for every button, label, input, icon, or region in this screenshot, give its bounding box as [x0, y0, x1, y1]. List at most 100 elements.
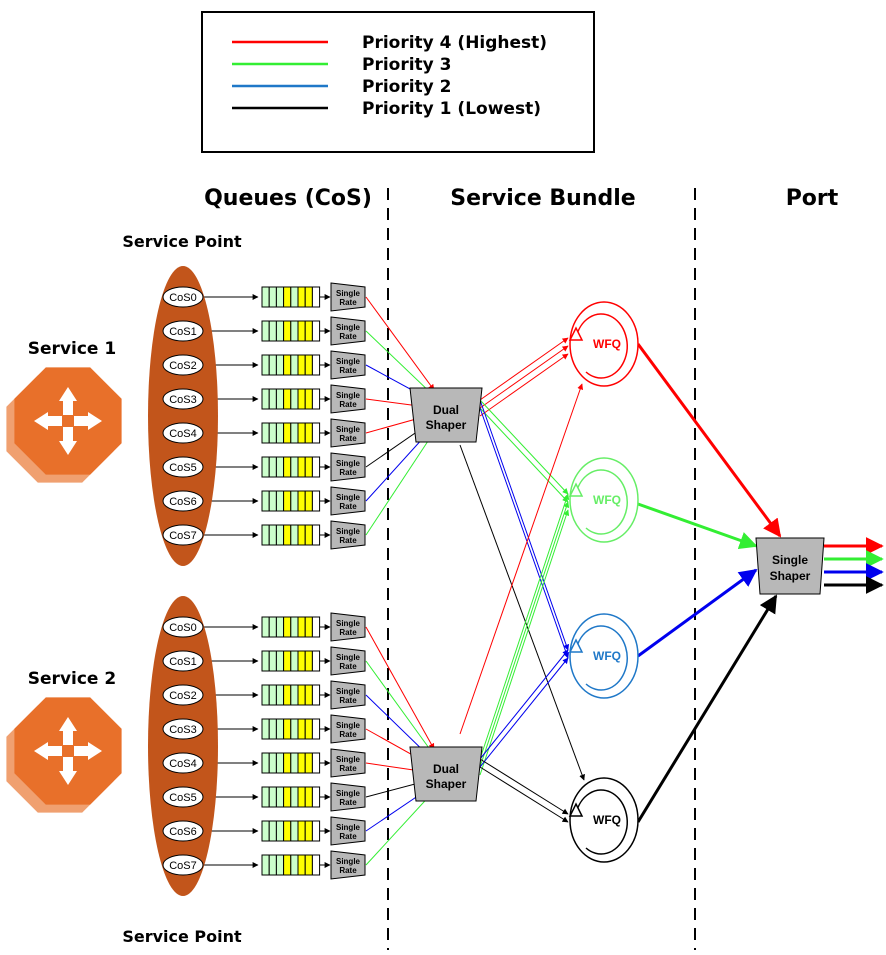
queue-bar — [261, 490, 321, 512]
wfq-inner-ring — [575, 625, 628, 691]
wfq-outer-ring — [569, 613, 639, 699]
single-shaper-body — [755, 537, 825, 595]
dual-shaper-label-1: Dual — [433, 403, 459, 417]
queue-cell — [311, 854, 321, 876]
header-port: Port — [786, 186, 839, 211]
single-rate-body — [330, 316, 366, 346]
dual-to-wfq-flow — [479, 657, 569, 768]
queue-cell — [275, 490, 285, 512]
queue-cell — [304, 320, 313, 342]
cos-node — [162, 456, 204, 478]
single-rate-label-2: Rate — [339, 502, 357, 511]
wfq-label: WFQ — [593, 813, 621, 827]
queue-bar — [261, 616, 321, 638]
queue-cell — [283, 524, 292, 546]
cos-node — [162, 490, 204, 512]
wfq-to-single-shaper-flow — [637, 502, 758, 550]
queue-cell — [297, 854, 306, 876]
cos-node — [162, 320, 204, 342]
queue-cell — [297, 524, 306, 546]
single-rate-label-2: Rate — [339, 764, 357, 773]
queue-cell — [311, 286, 321, 308]
queue-cell — [290, 388, 299, 410]
wfq-inner-ring — [575, 789, 628, 855]
queue-cell — [311, 820, 321, 842]
single-rate-body — [330, 282, 366, 312]
service-point-ellipse — [148, 266, 218, 566]
dual-shaper-label-2: Shaper — [426, 418, 467, 432]
single-rate-label-2: Rate — [339, 730, 357, 739]
single-rate-body — [330, 384, 366, 414]
cos-label: CoS7 — [169, 530, 197, 542]
single-rate-label-2: Rate — [339, 332, 357, 341]
queue-cell — [268, 786, 277, 808]
single-rate-label-2: Rate — [339, 434, 357, 443]
router-arrow — [59, 757, 77, 785]
queue-cell — [297, 786, 306, 808]
single-rate-body — [330, 520, 366, 550]
queue-cell — [290, 752, 299, 774]
legend-label-2: Priority 2 — [362, 77, 452, 97]
queue-cell — [275, 388, 285, 410]
queue-cell — [268, 286, 277, 308]
queue-cell — [290, 354, 299, 376]
cos-node — [162, 616, 204, 638]
wfq-p2: WFQ — [568, 613, 639, 699]
dual-to-wfq-flow — [479, 345, 569, 409]
queue-cell — [283, 320, 292, 342]
single-rate-body — [330, 680, 366, 710]
header-service-bundle: Service Bundle — [450, 186, 635, 211]
queue-cell — [275, 286, 285, 308]
service-name: Service 2 — [28, 669, 116, 689]
queue-cell — [283, 786, 292, 808]
queue-cell — [275, 718, 285, 740]
queue-cell — [283, 286, 292, 308]
rate-to-dual-flow — [365, 626, 435, 750]
service-point-label-bottom: Service Point — [122, 927, 242, 946]
queue-cell — [261, 456, 270, 478]
dual-to-wfq-flow — [479, 353, 569, 417]
queue-cell — [283, 388, 292, 410]
router-arrow — [59, 427, 77, 455]
wfq-to-single-shaper-flow — [637, 568, 758, 658]
queue-bar — [261, 388, 321, 410]
cos-label: CoS6 — [169, 826, 197, 838]
queue-cell — [304, 524, 313, 546]
single-rate-body — [330, 748, 366, 778]
queue-cell — [311, 786, 321, 808]
single-rate-label-1: Single — [336, 289, 361, 298]
rate-to-dual-flow — [365, 330, 435, 397]
queue-cell — [304, 422, 313, 444]
cos-label: CoS0 — [169, 622, 197, 634]
cos-node — [162, 854, 204, 876]
queue-cell — [297, 718, 306, 740]
queue-cell — [311, 524, 321, 546]
single-rate-label-2: Rate — [339, 298, 357, 307]
router-arrow — [34, 412, 62, 430]
queue-bar — [261, 354, 321, 376]
queue-cell — [268, 684, 277, 706]
queue-cell — [290, 854, 299, 876]
dual-to-wfq-flow — [459, 444, 585, 781]
queue-cell — [304, 684, 313, 706]
queue-cell — [283, 820, 292, 842]
queue-cell — [275, 786, 285, 808]
wfq-inner-ring — [575, 469, 628, 535]
queue-cell — [283, 854, 292, 876]
queue-cell — [261, 354, 270, 376]
queue-cell — [275, 422, 285, 444]
single-rate-label-1: Single — [336, 425, 361, 434]
single-rate-body — [330, 714, 366, 744]
queue-bar — [261, 524, 321, 546]
queue-cell — [283, 354, 292, 376]
queue-bar — [261, 684, 321, 706]
